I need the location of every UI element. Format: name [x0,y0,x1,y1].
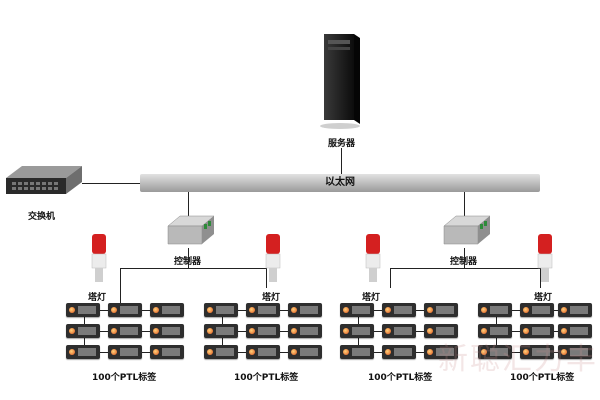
ptl-tag-icon [382,303,416,317]
ptl-tag-icon [558,345,592,359]
ptl-tag-icon [288,345,322,359]
ptl-tag-icon [150,345,184,359]
ptl-tag-icon [66,324,100,338]
controller-wire-right-drop2 [540,268,541,288]
ptl-tag-icon [288,303,322,317]
ptl-tag-icon [424,324,458,338]
ptl-tag-icon [66,303,100,317]
controller-icon [443,215,491,245]
controller-wire-left-stem [188,248,189,268]
controller-wire-left-drop1 [120,268,121,304]
ptl-tag-icon [204,345,238,359]
watermark: 新聪汇力丰 [438,342,598,377]
ptl-tag-icon [424,345,458,359]
controller-icon [167,215,215,245]
ptl-tag-icon [108,345,142,359]
tower-light-label-4: 塔灯 [534,293,553,303]
controller-wire-right [390,268,540,269]
ptl-tag-icon [150,324,184,338]
ptl-tag-icon [424,303,458,317]
ptl-tag-icon [558,303,592,317]
ptl-tags-label-1: 100个PTL标签 [92,373,157,383]
ptl-tags-label-3: 100个PTL标签 [368,373,433,383]
ptl-tag-icon [382,345,416,359]
server-label: 服务器 [328,139,356,149]
ptl-tag-icon [246,345,280,359]
ptl-tag-icon [108,324,142,338]
ptl-tag-icon [340,324,374,338]
switch-label: 交换机 [28,212,56,222]
tower-light-icon [537,234,553,282]
tower-light-icon [265,234,281,282]
ptl-tag-icon [520,303,554,317]
switch-link [82,183,140,184]
ptl-tag-icon [246,303,280,317]
ptl-tag-icon [108,303,142,317]
controller-link-right [464,192,465,216]
tower-light-label-2: 塔灯 [262,293,281,303]
ethernet-bus: 以太网 [140,174,540,192]
controller-label-left: 控制器 [174,254,201,267]
ptl-tag-icon [340,345,374,359]
ptl-tag-icon [478,345,512,359]
controller-wire-left-drop2 [266,268,267,288]
ptl-tag-icon [150,303,184,317]
controller-wire-right-drop1 [390,268,391,288]
controller-wire-left [120,268,266,269]
ptl-tag-icon [288,324,322,338]
ethernet-label: 以太网 [325,177,355,188]
ptl-tag-icon [520,345,554,359]
ptl-tag-icon [246,324,280,338]
ptl-tag-icon [66,345,100,359]
ptl-tag-icon [340,303,374,317]
ptl-tag-icon [204,324,238,338]
server-icon [320,34,360,129]
ptl-tag-icon [478,303,512,317]
server-link [341,148,342,174]
controller-label-right: 控制器 [450,254,477,267]
ptl-tags-label-2: 100个PTL标签 [234,373,299,383]
ptl-tags-label-4: 100个PTL标签 [510,373,575,383]
controller-link-left [188,192,189,216]
ptl-tag-icon [204,303,238,317]
tower-light-icon [91,234,107,282]
ptl-tag-icon [520,324,554,338]
tower-light-label-3: 塔灯 [362,293,381,303]
ptl-tag-icon [382,324,416,338]
tower-light-label-1: 塔灯 [88,293,107,303]
controller-wire-right-stem [464,248,465,268]
ptl-tag-icon [478,324,512,338]
ptl-tag-icon [558,324,592,338]
tower-light-icon [365,234,381,282]
network-switch-icon [6,166,82,194]
